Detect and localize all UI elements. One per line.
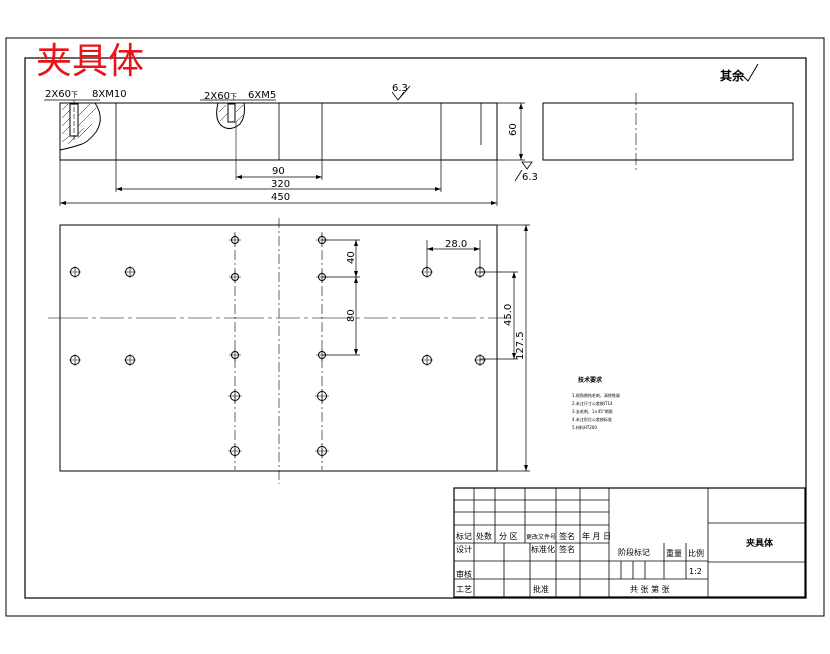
hole-centerline (229, 234, 241, 246)
left-section-outline (59, 102, 101, 151)
tech-item: 3.去毛刺，1×45°倒角 (572, 408, 613, 414)
hole-centerline (474, 354, 486, 366)
front-dimensions (44, 99, 525, 206)
hole-centerline (315, 444, 329, 458)
side-view (542, 93, 794, 170)
roughness-symbol-bottom (521, 161, 533, 170)
roughness-symbol (741, 63, 759, 82)
tb-approve: 批准 (533, 584, 549, 594)
dim-80: 80 (346, 309, 357, 322)
thread-note-left: 8XM10 (92, 89, 127, 100)
tech-item: 2.未注尺寸公差按IT14 (572, 400, 613, 406)
roughness-symbol-top (391, 85, 411, 101)
title-block-text: 标记 处数 分 区 更改文件号 签名 年 月 日 设计 标准化 签名 审核 工艺… (456, 531, 774, 594)
hole-centerline (228, 444, 242, 458)
hole-centerline (69, 266, 81, 278)
tb-label-doc: 更改文件号 (526, 533, 556, 541)
hole-centerline (229, 349, 241, 361)
tb-sign: 签名 (559, 544, 575, 554)
dim-127: 127.5 (515, 331, 526, 360)
tech-item: 4.未注形位公差按标准 (572, 416, 612, 422)
title-block (453, 487, 806, 598)
tb-scale-label: 比例 (688, 548, 704, 558)
hole-note-left: 2X60下 (45, 89, 78, 100)
tech-item: 5.材料HT200 (572, 424, 597, 430)
tb-design: 设计 (456, 544, 472, 554)
roughness-bottom: 6.3 (522, 172, 538, 183)
dim-45: 45.0 (503, 304, 514, 326)
tb-label-count: 处数 (476, 531, 492, 541)
tb-standardize: 标准化 (531, 544, 555, 554)
dim-90: 90 (272, 166, 285, 177)
top-view-holes (69, 234, 486, 458)
top-dimensions (322, 224, 530, 472)
dim-320: 320 (271, 179, 290, 190)
tb-sheets: 共 张 第 张 (630, 584, 670, 594)
drawing-title: 夹具体 (36, 41, 144, 82)
hole-centerline (124, 266, 136, 278)
tb-review: 审核 (456, 569, 472, 579)
tb-part-name: 夹具体 (746, 537, 774, 549)
roughness-top: 6.3 (392, 83, 408, 94)
hole-centerline (315, 389, 329, 403)
dim-height: 60 (508, 123, 519, 136)
hole-centerline (421, 354, 433, 366)
tech-item: 1.锐角倒钝毛刺，清除铁屑 (572, 392, 620, 398)
roughness-note: 其余 (720, 68, 745, 83)
hole-centerline (124, 354, 136, 366)
dim-40: 40 (346, 251, 357, 264)
tb-weight: 重量 (666, 548, 682, 558)
outer-border (5, 37, 825, 617)
hole-centerline (228, 389, 242, 403)
dim-450: 450 (271, 192, 290, 203)
dimension-arrows (60, 103, 523, 205)
hole-centerline (229, 271, 241, 283)
tech-requirements: 技术要求 1.锐角倒钝毛刺，清除铁屑 2.未注尺寸公差按IT14 3.去毛刺，1… (572, 376, 620, 430)
tb-label-mark: 标记 (456, 531, 472, 541)
front-view (59, 100, 498, 180)
tb-process: 工艺 (456, 585, 472, 594)
inner-border (24, 57, 807, 599)
hole-centerline (69, 354, 81, 366)
tech-title: 技术要求 (578, 376, 603, 384)
top-view (48, 218, 510, 484)
tb-stage-mark: 阶段标记 (618, 547, 650, 557)
hole-note-mid: 2X60下 (204, 91, 237, 102)
tb-label-sign: 签名 (559, 531, 575, 541)
top-dimension-arrows (354, 225, 528, 471)
thread-note-mid: 6XM5 (248, 90, 276, 101)
tb-scale: 1:2 (689, 567, 702, 576)
tb-label-date: 年 月 日 (582, 531, 611, 541)
tb-label-zone: 分 区 (499, 532, 518, 541)
dim-28: 28.0 (445, 239, 467, 250)
